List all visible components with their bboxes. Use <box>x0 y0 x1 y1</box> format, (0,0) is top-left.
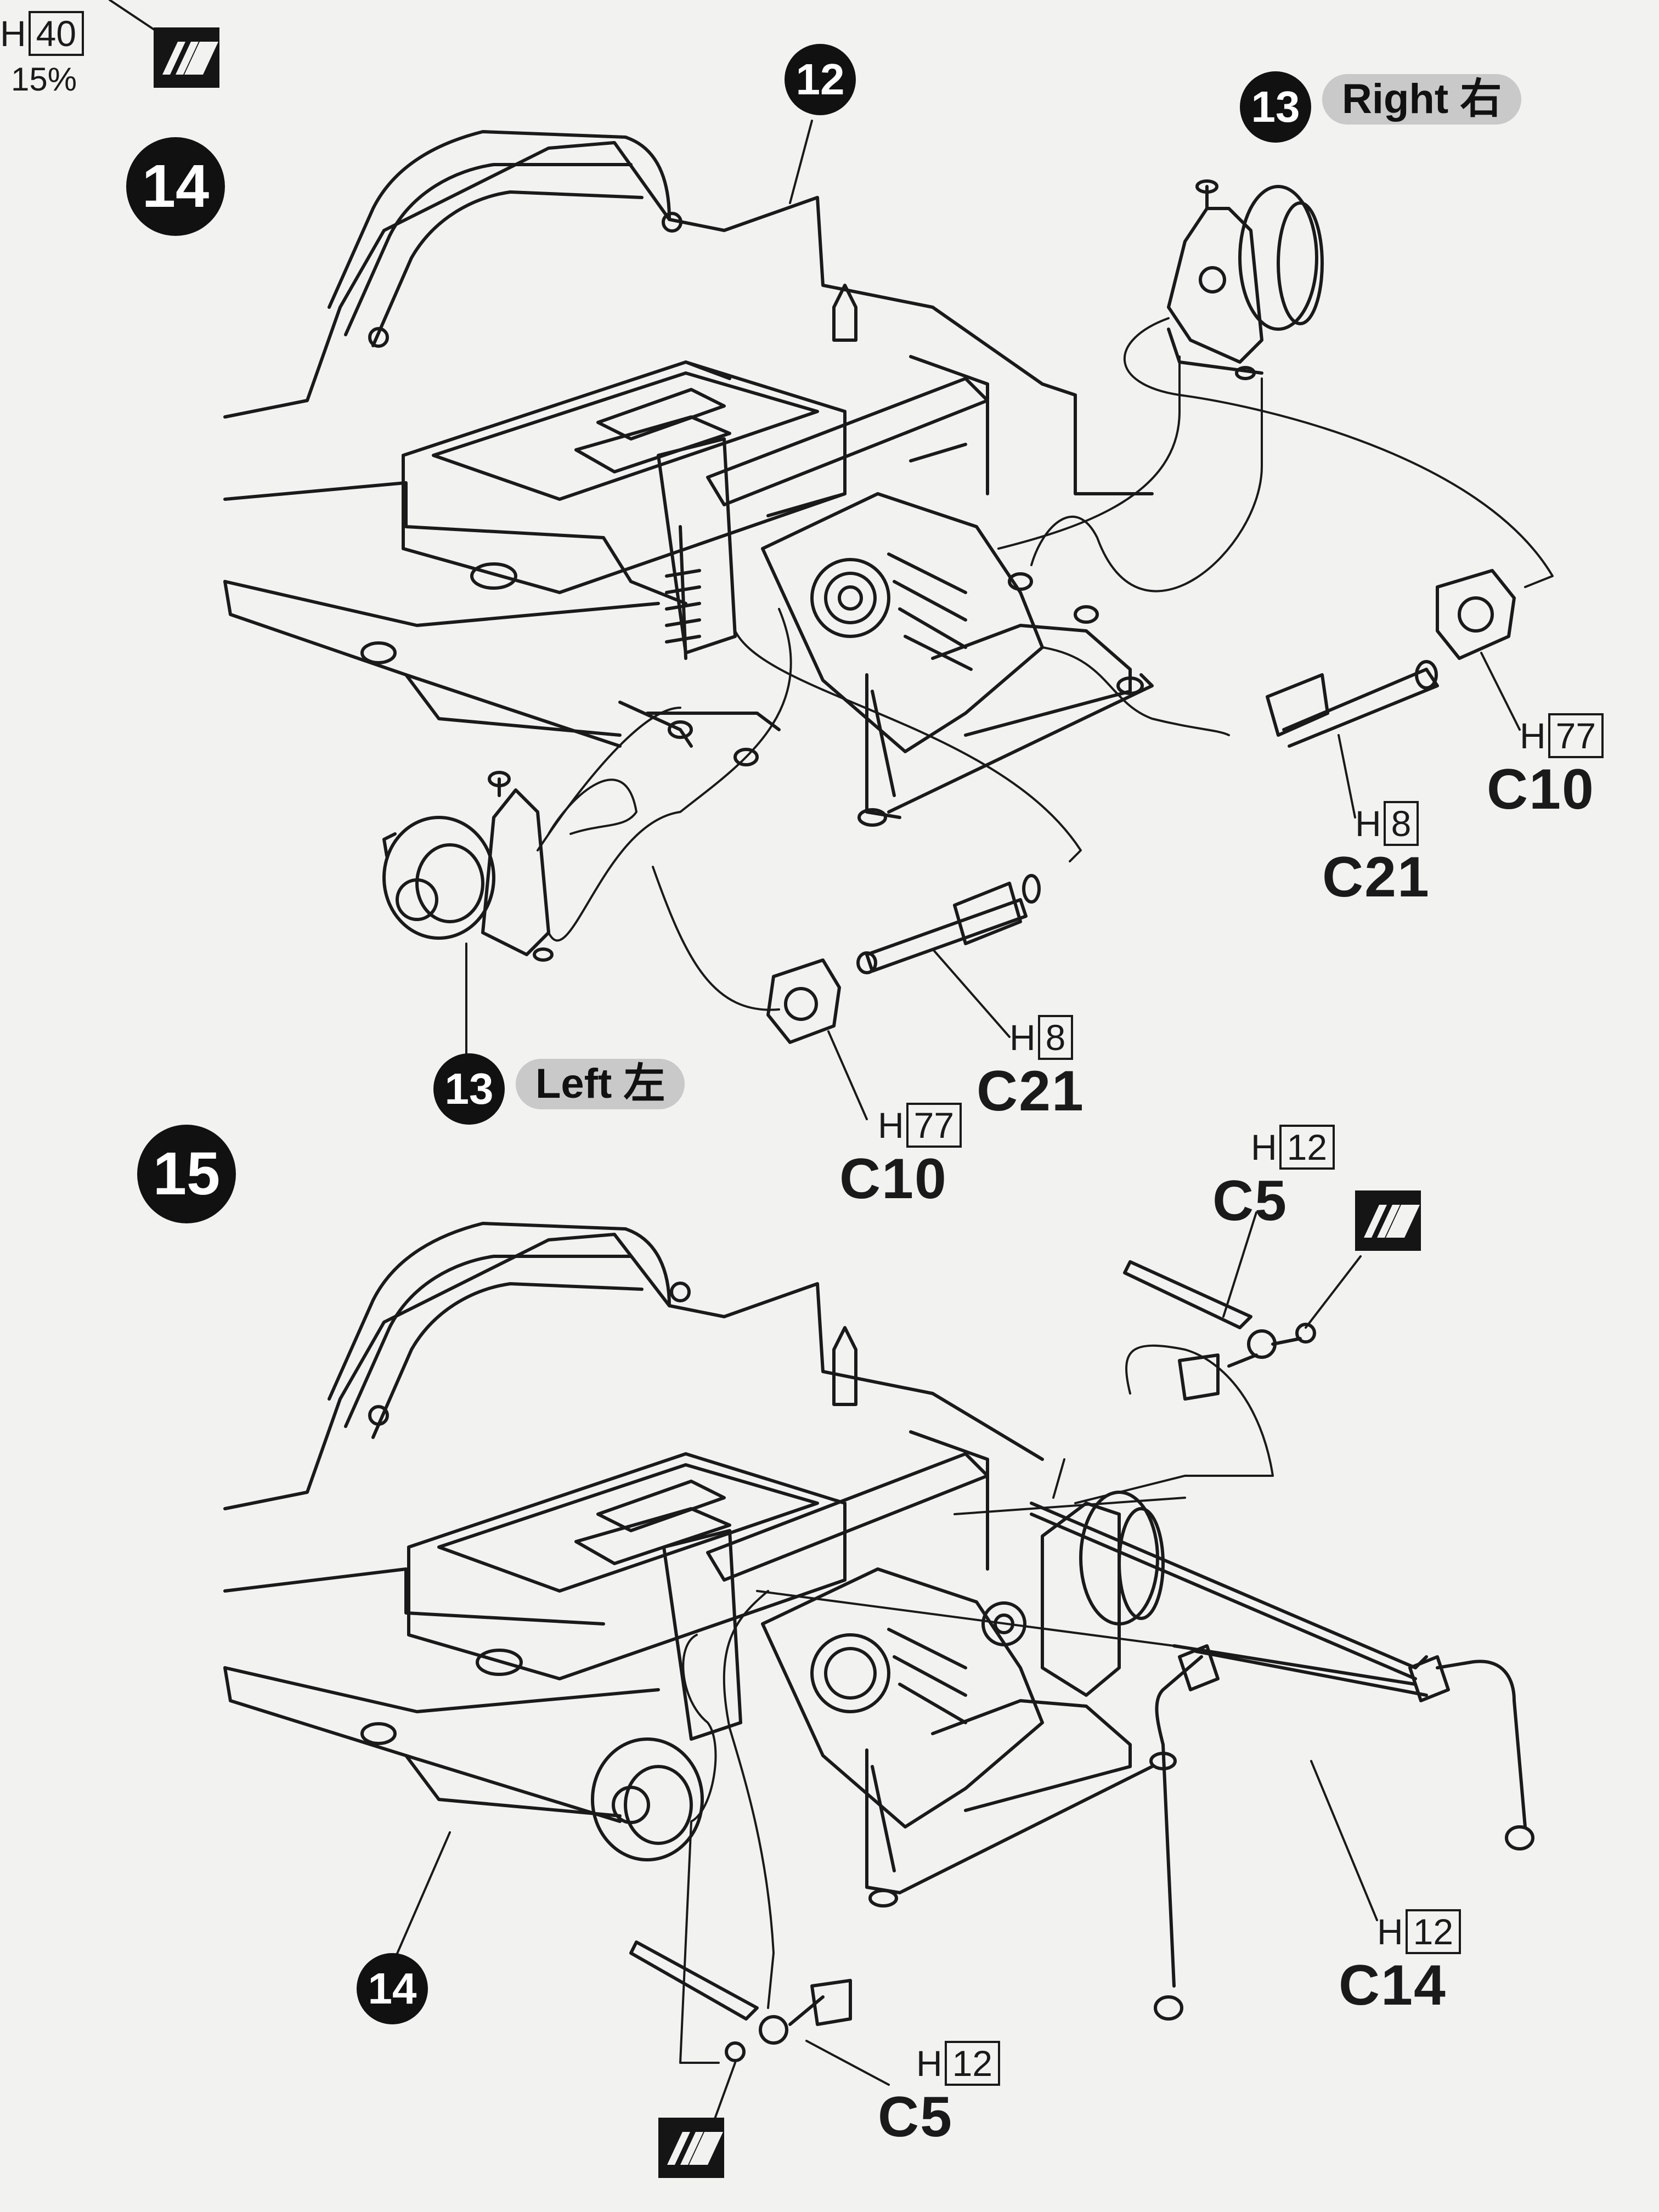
part-c5-bottom: C5 <box>878 2085 953 2149</box>
runner-c10-left: H 77 <box>878 1103 962 1148</box>
part-c21-left: C21 <box>977 1059 1085 1123</box>
ref-step-13-right-badge: 13 <box>1240 71 1311 143</box>
anti-roll-bar <box>1030 1502 1534 2021</box>
leader-lines-step14 <box>109 0 1521 1120</box>
link-bottom <box>629 1940 852 2062</box>
runner-c10-right: H 77 <box>1520 713 1604 758</box>
runner-c5-top: H 12 <box>1251 1125 1335 1170</box>
part-c14: C14 <box>1339 1954 1447 2017</box>
left-hub-carrier <box>382 771 554 962</box>
part-c10-right: C10 <box>1487 758 1595 821</box>
guide-lines-step15 <box>679 1344 1274 2064</box>
runner-number: 40 <box>28 11 84 56</box>
ref-step-12-badge: 12 <box>785 44 856 115</box>
guide-lines-step14 <box>537 317 1554 1011</box>
chassis-step15 <box>223 1222 1177 1908</box>
runner-c21-right: H 8 <box>1355 801 1419 846</box>
ref-step-13-left-badge: 13 <box>433 1053 505 1125</box>
step-15-badge: 15 <box>137 1125 236 1223</box>
runner-c5-bottom: H 12 <box>916 2041 1001 2086</box>
paint-mark-icon <box>1355 1190 1421 1251</box>
ref-step-14-badge: 14 <box>357 1953 428 2024</box>
runner-letter: H <box>0 13 26 54</box>
leader-lines-step15 <box>394 1211 1378 2124</box>
paint-ratio: 15% <box>11 61 77 98</box>
step-14-badge: 14 <box>126 137 225 236</box>
part-c21-right: C21 <box>1322 845 1430 909</box>
part-c10-left: C10 <box>839 1147 947 1211</box>
runner-c14: H 12 <box>1377 1909 1462 1954</box>
link-top <box>1123 1260 1316 1401</box>
chassis-step14 <box>223 130 1154 827</box>
part-c5-top: C5 <box>1212 1169 1288 1233</box>
left-driveshaft <box>766 874 1041 1044</box>
right-side-label: Right 右 <box>1322 74 1522 125</box>
left-side-label: Left 左 <box>516 1059 685 1109</box>
runner-label-top-fragment: H 40 <box>0 11 84 56</box>
right-hub-carrier <box>1167 179 1324 380</box>
right-driveshaft <box>1266 569 1516 748</box>
paint-mark-icon <box>154 27 219 88</box>
paint-mark-icon <box>658 2118 724 2178</box>
runner-c21-left: H 8 <box>1009 1015 1074 1060</box>
